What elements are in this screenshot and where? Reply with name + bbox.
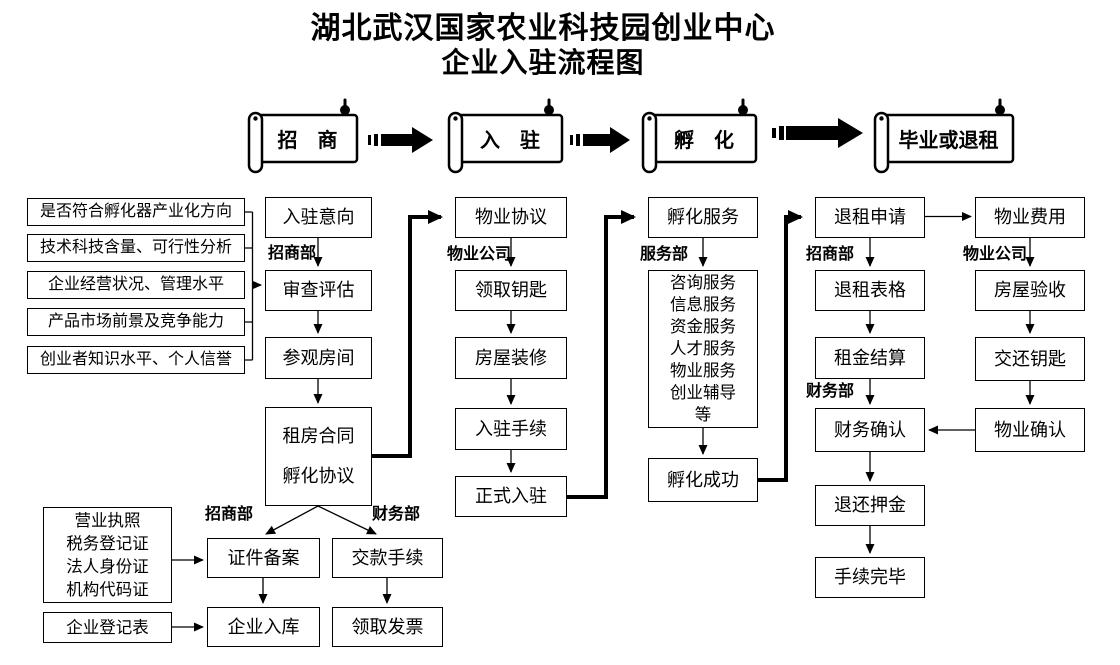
banner-arrow-2 (570, 127, 630, 153)
node-official-entry: 正式入驻 (455, 476, 567, 517)
node-terminate-form: 退租表格 (815, 270, 925, 311)
node-registration-form: 企业登记表 (43, 612, 172, 643)
node-refund-deposit: 退还押金 (815, 485, 925, 526)
dept-label-wuye-col3: 物业公司 (447, 246, 512, 263)
page-title: 湖北武汉国家农业科技园创业中心 企业入驻流程图 (0, 10, 1086, 80)
node-documents: 营业执照 税务登记证 法人身份证 机构代码证 (43, 507, 172, 603)
docs-line-4: 机构代码证 (66, 580, 149, 599)
connector-official-entry-to-incubation-service (567, 210, 636, 499)
service-line-4: 人才服务 (670, 339, 736, 358)
node-procedures-done: 手续完毕 (815, 557, 925, 598)
dept-label-zhaoshang-col5: 招商部 (806, 246, 855, 263)
node-criteria-4: 产品市场前景及竞争能力 (27, 308, 245, 336)
connector-incubation-success-to-terminate-apply (758, 210, 803, 482)
node-house-inspection: 房屋验收 (975, 270, 1085, 311)
banner-shape-biye (873, 98, 1015, 174)
criteria-bracket (245, 211, 254, 361)
banner-shape-fuhua (641, 98, 758, 174)
docs-line-3: 法人身份证 (66, 557, 149, 576)
node-contract: 租房合同 孵化协议 (265, 407, 372, 506)
title-line-1: 湖北武汉国家农业科技园创业中心 (310, 12, 776, 45)
connector-contract-to-property-agreement (372, 210, 443, 458)
service-line-6: 创业辅导 (670, 383, 736, 402)
banner-fuhua: 孵 化 (674, 130, 734, 152)
node-incubation-success: 孵化成功 (648, 458, 758, 502)
contract-line-2: 孵化协议 (282, 466, 355, 487)
arrow-contract-to-payment (317, 505, 377, 535)
node-review: 审查评估 (265, 270, 372, 311)
service-line-3: 资金服务 (670, 317, 736, 336)
banner-biye: 毕业或退租 (898, 130, 999, 152)
dept-label-zhaoshang-col2: 招商部 (268, 245, 317, 262)
node-return-keys: 交还钥匙 (975, 337, 1085, 381)
node-property-confirm: 物业确认 (975, 408, 1085, 452)
dept-label-fuwu-col4: 服务部 (640, 246, 689, 263)
node-entry-procedures: 入驻手续 (455, 408, 567, 450)
node-payment: 交款手续 (332, 538, 443, 578)
node-criteria-3: 企业经营状况、管理水平 (27, 271, 245, 299)
docs-line-1: 营业执照 (74, 511, 141, 530)
dept-label-zhaoshang-bottom: 招商部 (205, 506, 254, 523)
title-line-2: 企业入驻流程图 (441, 48, 645, 79)
node-get-invoice: 领取发票 (332, 607, 443, 647)
banner-zhaoshang: 招 商 (277, 130, 338, 152)
node-property-agreement: 物业协议 (455, 197, 567, 238)
service-line-5: 物业服务 (670, 361, 736, 380)
node-finance-confirm: 财务确认 (815, 408, 925, 452)
node-rent-settlement: 租金结算 (815, 337, 925, 379)
banner-shape-ruzhu (447, 98, 564, 174)
service-line-7: 等 (694, 405, 712, 424)
banner-ruzhu: 入 驻 (480, 130, 540, 152)
node-renovation: 房屋装修 (455, 337, 567, 379)
node-property-fee: 物业费用 (975, 197, 1085, 238)
node-enterprise-db: 企业入库 (207, 607, 320, 647)
dept-label-caiwu-col5: 财务部 (806, 383, 855, 400)
node-criteria-5: 创业者知识水平、个人信誉 (27, 346, 245, 374)
banner-shape-zhaoshang (247, 98, 359, 174)
node-visit-rooms: 参观房间 (265, 337, 372, 379)
node-criteria-1: 是否符合孵化器产业化方向 (27, 198, 245, 226)
node-incubation-service: 孵化服务 (648, 197, 758, 238)
node-get-keys: 领取钥匙 (455, 270, 567, 311)
banner-arrow-3 (772, 118, 863, 148)
node-criteria-2: 技术科技含量、可行性分析 (27, 234, 245, 262)
banner-arrow-1 (368, 127, 433, 153)
service-line-2: 信息服务 (670, 295, 736, 314)
service-line-1: 咨询服务 (670, 273, 736, 292)
contract-line-1: 租房合同 (282, 425, 355, 446)
dept-label-caiwu-bottom: 财务部 (372, 506, 421, 523)
node-doc-filing: 证件备案 (207, 538, 320, 578)
arrow-contract-to-filing (265, 505, 319, 535)
node-entry-intent: 入驻意向 (265, 197, 372, 238)
docs-line-2: 税务登记证 (66, 534, 149, 553)
node-service-list: 咨询服务 信息服务 资金服务 人才服务 物业服务 创业辅导 等 (648, 270, 758, 428)
node-terminate-apply: 退租申请 (815, 197, 925, 238)
dept-label-wuye-col6: 物业公司 (963, 246, 1028, 263)
